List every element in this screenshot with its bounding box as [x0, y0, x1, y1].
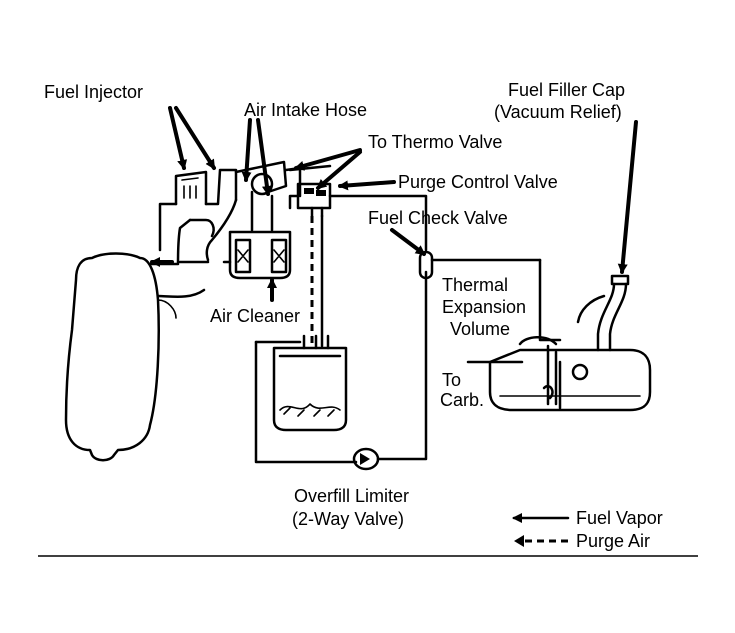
fuel-tank — [466, 258, 652, 412]
label-purge-control-valve: Purge Control Valve — [398, 172, 558, 192]
pointer-arrows — [150, 106, 638, 302]
label-air-intake-hose: Air Intake Hose — [244, 100, 367, 120]
engine-block — [64, 202, 206, 462]
label-vacuum-relief: (Vacuum Relief) — [494, 102, 622, 122]
label-overfill-limiter: Overfill Limiter — [294, 486, 409, 506]
vapor-lines — [310, 194, 428, 348]
label-fuel-injector: Fuel Injector — [44, 82, 143, 102]
legend-purge-air-label: Purge Air — [576, 531, 650, 551]
charcoal-canister — [254, 334, 358, 464]
label-fuel-check-valve: Fuel Check Valve — [368, 208, 508, 228]
label-volume: Volume — [450, 319, 510, 339]
label-two-way-valve: (2-Way Valve) — [292, 509, 404, 529]
intake-manifold — [174, 168, 238, 264]
legend: Fuel Vapor Purge Air — [512, 508, 663, 551]
filler-neck — [576, 274, 630, 352]
air-cleaner — [222, 230, 292, 280]
labels: Fuel Injector Air Intake Hose To Thermo … — [44, 80, 625, 529]
label-carb: Carb. — [440, 390, 484, 410]
purge-control-valve — [288, 164, 332, 218]
label-thermal: Thermal — [442, 275, 508, 295]
label-fuel-filler-cap: Fuel Filler Cap — [508, 80, 625, 100]
legend-fuel-vapor-label: Fuel Vapor — [576, 508, 663, 528]
label-air-cleaner: Air Cleaner — [210, 306, 300, 326]
label-to-thermo-valve: To Thermo Valve — [368, 132, 502, 152]
overfill-limiter — [352, 270, 428, 471]
label-to: To — [442, 370, 461, 390]
label-expansion: Expansion — [442, 297, 526, 317]
